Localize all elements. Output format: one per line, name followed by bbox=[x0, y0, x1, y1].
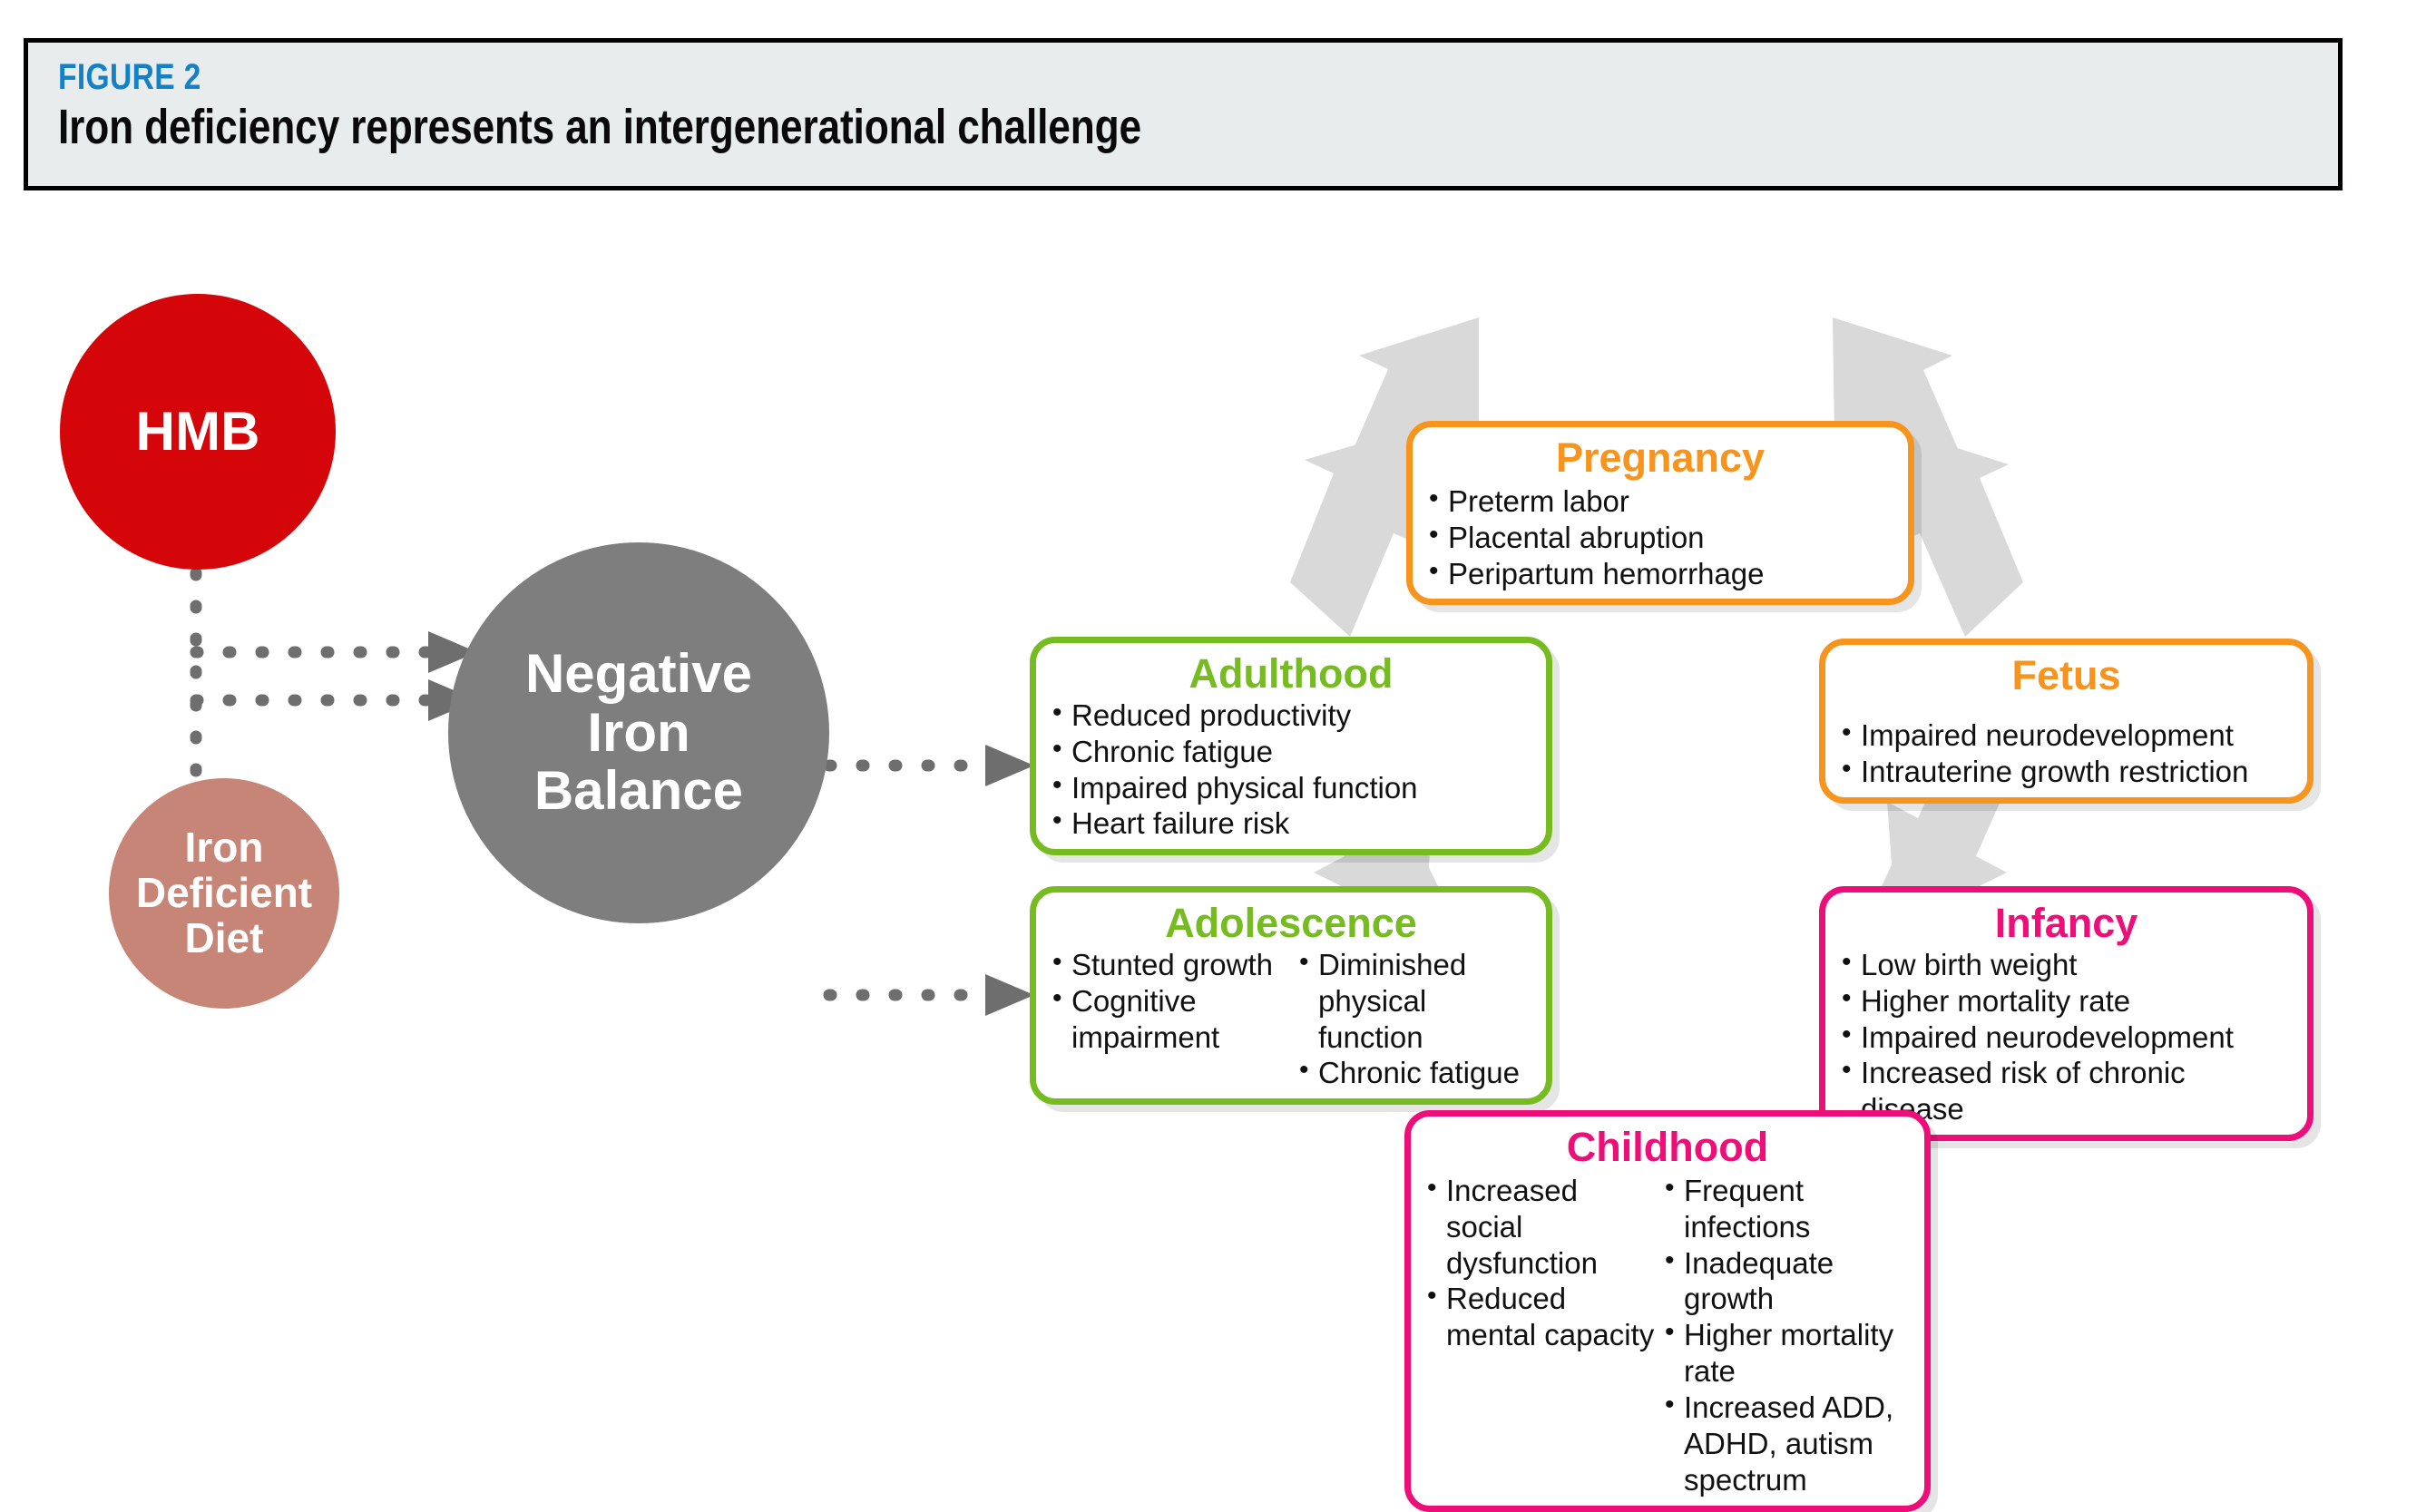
box-infancy: Infancy Low birth weight Higher mortalit… bbox=[1819, 886, 2314, 1142]
list-item: Reduced mental capacity bbox=[1423, 1280, 1658, 1353]
list-item: Heart failure risk bbox=[1049, 805, 1533, 842]
list-item: Chronic fatigue bbox=[1296, 1054, 1539, 1091]
list-item: Increased social dysfunction bbox=[1423, 1172, 1658, 1282]
box-adolescence-list-left: Stunted growth Cognitive impairment bbox=[1049, 946, 1292, 1092]
list-item: Peripartum hemorrhage bbox=[1425, 555, 1895, 592]
box-adulthood: Adulthood Reduced productivity Chronic f… bbox=[1030, 637, 1552, 856]
box-pregnancy: Pregnancy Preterm labor Placental abrupt… bbox=[1406, 421, 1914, 606]
figure-header: FIGURE 2 Iron deficiency represents an i… bbox=[24, 38, 2343, 190]
figure-title: Iron deficiency represents an intergener… bbox=[58, 100, 1141, 154]
box-pregnancy-list: Preterm labor Placental abruption Peripa… bbox=[1425, 483, 1895, 592]
circle-negative-iron-balance-label: Negative Iron Balance bbox=[524, 642, 753, 822]
arrowhead-adulthood bbox=[985, 745, 1034, 786]
list-item: Higher mortality rate bbox=[1838, 982, 2294, 1019]
circle-iron-deficient-diet-label: Iron Deficient Diet bbox=[136, 825, 312, 961]
cycle-arrow-segment bbox=[1290, 424, 1424, 637]
list-item: Frequent infections bbox=[1661, 1172, 1921, 1245]
box-fetus: Fetus Impaired neurodevelopment Intraute… bbox=[1819, 639, 2314, 804]
box-childhood-list-left: Increased social dysfunction Reduced men… bbox=[1423, 1172, 1658, 1498]
box-fetus-title: Fetus bbox=[2011, 652, 2121, 698]
list-item: Increased ADD, ADHD, autism spectrum bbox=[1661, 1389, 1921, 1498]
box-infancy-title: Infancy bbox=[1994, 900, 2138, 946]
circle-negative-iron-balance: Negative Iron Balance bbox=[448, 542, 829, 923]
box-fetus-list: Impaired neurodevelopment Intrauterine g… bbox=[1838, 717, 2294, 790]
list-item: Inadequate growth bbox=[1661, 1244, 1921, 1318]
list-item: Impaired neurodevelopment bbox=[1838, 717, 2294, 754]
list-item: Stunted growth bbox=[1049, 946, 1292, 983]
arrowhead-balance-upper bbox=[428, 631, 477, 673]
box-adolescence-title: Adolescence bbox=[1165, 900, 1417, 946]
list-item: Intrauterine growth restriction bbox=[1838, 753, 2294, 790]
list-item: Cognitive impairment bbox=[1049, 982, 1292, 1056]
box-adulthood-list: Reduced productivity Chronic fatigue Imp… bbox=[1049, 697, 1533, 843]
balance-line-2: Iron bbox=[587, 701, 690, 763]
list-item: Low birth weight bbox=[1838, 946, 2294, 983]
dotted-connectors bbox=[190, 567, 1034, 1016]
diagram-canvas: HMB Iron Deficient Diet Negative Iron Ba… bbox=[0, 192, 2426, 1512]
list-item: Higher mortality rate bbox=[1661, 1316, 1921, 1390]
figure-label: FIGURE 2 bbox=[58, 57, 201, 97]
circle-hmb-label: HMB bbox=[135, 400, 260, 462]
list-item: Chronic fatigue bbox=[1049, 733, 1533, 770]
list-item: Impaired neurodevelopment bbox=[1838, 1019, 2294, 1056]
list-item: Preterm labor bbox=[1425, 483, 1895, 520]
box-adolescence-list-right: Diminished physical function Chronic fat… bbox=[1296, 946, 1539, 1092]
diet-line-2: Deficient bbox=[135, 869, 313, 917]
diet-line-1: Iron bbox=[184, 824, 264, 872]
cycle-arrow-segment bbox=[1889, 426, 2023, 637]
box-infancy-list: Low birth weight Higher mortality rate I… bbox=[1838, 946, 2294, 1128]
box-adolescence: Adolescence Stunted growth Cognitive imp… bbox=[1030, 886, 1552, 1106]
box-pregnancy-title: Pregnancy bbox=[1555, 434, 1766, 481]
list-item: Placental abruption bbox=[1425, 519, 1895, 556]
list-item: Diminished physical function bbox=[1296, 946, 1539, 1056]
list-item: Impaired physical function bbox=[1049, 769, 1533, 806]
list-item: Reduced productivity bbox=[1049, 697, 1533, 734]
box-childhood: Childhood Increased social dysfunction R… bbox=[1404, 1110, 1931, 1512]
circle-hmb: HMB bbox=[60, 294, 336, 570]
box-adolescence-columns: Stunted growth Cognitive impairment Dimi… bbox=[1049, 946, 1533, 1092]
diet-line-3: Diet bbox=[184, 913, 264, 961]
circle-iron-deficient-diet: Iron Deficient Diet bbox=[109, 778, 339, 1009]
balance-line-3: Balance bbox=[533, 760, 744, 822]
balance-line-1: Negative bbox=[524, 642, 753, 704]
box-childhood-title: Childhood bbox=[1566, 1124, 1769, 1170]
box-childhood-columns: Increased social dysfunction Reduced men… bbox=[1423, 1172, 1912, 1498]
box-adulthood-title: Adulthood bbox=[1189, 650, 1394, 697]
box-childhood-list-right: Frequent infections Inadequate growth Hi… bbox=[1661, 1172, 1921, 1498]
arrowhead-adolescence bbox=[985, 974, 1034, 1016]
